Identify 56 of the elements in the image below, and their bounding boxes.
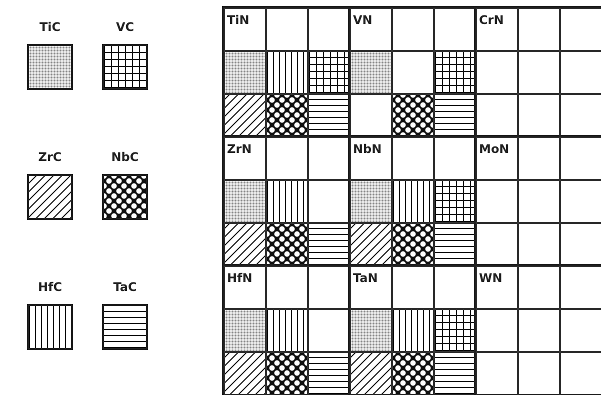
table-block [348, 135, 476, 266]
compound-label: VN [350, 8, 392, 51]
table-block [474, 6, 601, 137]
horizontal-hatch-cell [434, 94, 476, 137]
checkered-cell [392, 94, 434, 137]
stippled-cell [350, 51, 392, 94]
legend-label: HfC [36, 280, 64, 294]
legend-label: TiC [38, 20, 62, 34]
table-block [348, 6, 476, 137]
checkered-cell [392, 223, 434, 266]
compound-label: MoN [476, 137, 518, 180]
compound-label: HfN [224, 266, 266, 309]
checkered-cell [266, 223, 308, 266]
checkered-cell [266, 352, 308, 395]
table-block [474, 264, 601, 395]
diagonal-hatch-cell [224, 94, 266, 137]
compound-label: ZrN [224, 137, 266, 180]
stippled-cell [350, 180, 392, 223]
compound-label: TiN [224, 8, 266, 51]
horizontal-hatch-cell [434, 352, 476, 395]
table-block [222, 135, 350, 266]
vertical-hatch-cell [266, 51, 308, 94]
diagonal-hatch-cell [350, 352, 392, 395]
vertical-hatch-cell [392, 180, 434, 223]
vertical-hatch-cell [266, 309, 308, 352]
horizontal-hatch-cell [434, 223, 476, 266]
stippled-cell [224, 180, 266, 223]
grid-hatch-cell [434, 180, 476, 223]
table-block [222, 264, 350, 395]
table-block [222, 6, 350, 137]
compound-label: CrN [476, 8, 518, 51]
diagonal-hatch-cell [224, 223, 266, 266]
diagonal-hatch-cell [350, 223, 392, 266]
horizontal-hatch-cell [308, 94, 350, 137]
diagonal-hatch-cell [224, 352, 266, 395]
vertical-hatch-cell [266, 180, 308, 223]
legend-label: NbC [110, 150, 140, 164]
table-block [348, 264, 476, 395]
stippled-cell [224, 309, 266, 352]
vertical-hatch-cell [392, 309, 434, 352]
horizontal-hatch-cell [308, 352, 350, 395]
checkered-cell [266, 94, 308, 137]
grid-hatch-cell [308, 51, 350, 94]
checkered-cell [392, 352, 434, 395]
stippled-cell [224, 51, 266, 94]
legend-label: ZrC [37, 150, 63, 164]
compound-label: NbN [350, 137, 392, 180]
stippled-cell [350, 309, 392, 352]
horizontal-hatch-cell [308, 223, 350, 266]
compound-label: WN [476, 266, 518, 309]
table-block [474, 135, 601, 266]
legend-label: TaC [112, 280, 138, 294]
grid-hatch-cell [434, 309, 476, 352]
legend-label: VC [114, 20, 136, 34]
compound-label: TaN [350, 266, 392, 309]
grid-hatch-cell [434, 51, 476, 94]
